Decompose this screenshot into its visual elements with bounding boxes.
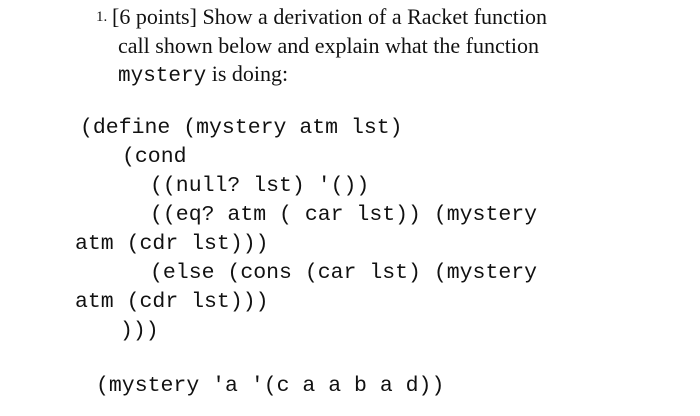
question-line-3-text: is doing: — [211, 61, 289, 86]
code-line: ((eq? atm ( car lst)) (mystery — [150, 203, 538, 227]
code-line: (cond — [122, 145, 187, 169]
function-call: (mystery 'a '(c a a b a d)) — [96, 374, 445, 398]
question-number: 1. — [96, 9, 108, 25]
function-name-code: mystery — [118, 65, 207, 88]
question-line-3: mystery is doing: — [118, 61, 289, 88]
code-line: (else (cons (car lst) (mystery — [150, 261, 538, 285]
code-line: atm (cdr lst))) — [75, 290, 269, 314]
code-line: ))) — [120, 319, 159, 343]
code-line: atm (cdr lst))) — [75, 232, 269, 256]
question-line-2: call shown below and explain what the fu… — [118, 33, 539, 58]
question-line-1: [6 points] Show a derivation of a Racket… — [112, 4, 548, 29]
code-line: (define (mystery atm lst) — [80, 116, 403, 140]
code-line: ((null? lst) '()) — [150, 174, 370, 198]
